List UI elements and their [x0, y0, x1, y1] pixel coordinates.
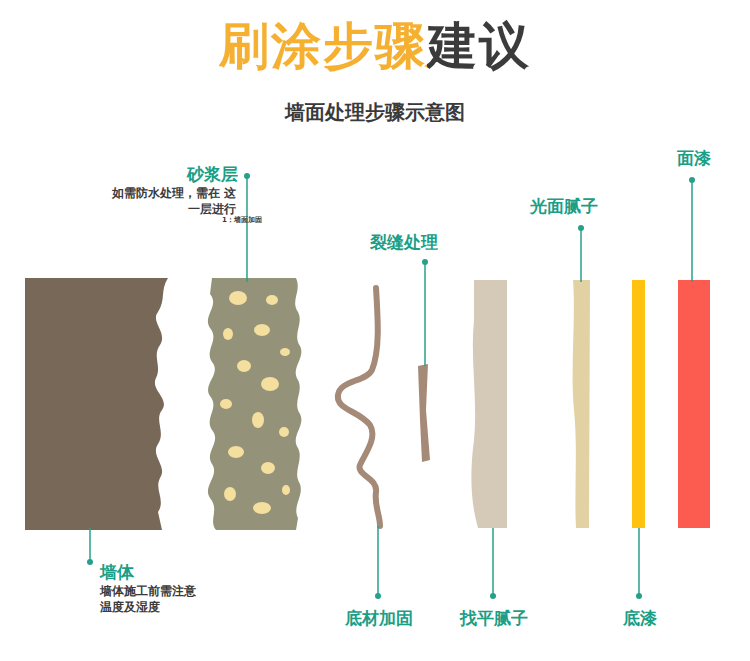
aggregate [266, 295, 278, 305]
leader-line [638, 528, 640, 596]
aggregate [220, 399, 232, 409]
layer-label: 底漆 [610, 608, 670, 628]
layer-label: 砂浆层 [150, 164, 238, 184]
leader-line [246, 176, 248, 282]
leader-dot [636, 593, 642, 599]
aggregate [254, 324, 270, 336]
layer-label: 底材加固 [333, 608, 425, 628]
aggregate [228, 446, 244, 458]
crack-filler [338, 288, 380, 526]
small-note: 1：墙面加固 [222, 216, 282, 225]
leader-dot [578, 225, 584, 231]
aggregate [280, 348, 290, 356]
crack-piece [418, 364, 430, 462]
layer-label: 找平腻子 [448, 608, 540, 628]
leader-dot [375, 593, 381, 599]
layer-note: 如需防水处理，需在 这一层进行 [108, 186, 236, 217]
aggregate [223, 328, 233, 340]
smooth-putty [573, 280, 590, 528]
leader-line [580, 228, 582, 282]
title-wrap: 刷涂步骤建议 [0, 16, 750, 76]
mortar-aggregate [220, 291, 290, 514]
leader-lines [87, 173, 695, 599]
page-title: 刷涂步骤建议 [219, 16, 531, 76]
leader-dot [490, 593, 496, 599]
leader-line [377, 526, 379, 596]
topcoat-layer [678, 280, 710, 528]
leveling-putty [471, 280, 507, 528]
aggregate [224, 487, 236, 501]
leader-dot [87, 559, 93, 565]
aggregate [261, 462, 275, 474]
leader-line [691, 180, 693, 282]
aggregate [261, 377, 279, 391]
leader-line [492, 528, 494, 596]
aggregate [229, 291, 247, 305]
wall-layer [25, 278, 168, 530]
layer-label: 裂缝处理 [370, 232, 460, 252]
leader-line [89, 528, 91, 562]
leader-dot [689, 177, 695, 183]
aggregate [237, 360, 251, 372]
mortar-layer [208, 278, 301, 530]
layer-label: 墙体 [100, 562, 160, 582]
primer-layer [632, 280, 645, 528]
layer-note: 墙体施工前需注意 温度及湿度 [100, 584, 212, 615]
layer-label: 光面腻子 [530, 196, 620, 216]
aggregate [279, 427, 289, 437]
leader-line [424, 262, 426, 366]
aggregate [282, 485, 290, 495]
aggregate [253, 502, 271, 514]
aggregate [252, 412, 264, 428]
subtitle: 墙面处理步骤示意图 [0, 100, 750, 124]
leader-dot [422, 259, 428, 265]
leader-dot [244, 173, 250, 179]
layer-label: 面漆 [666, 148, 722, 168]
